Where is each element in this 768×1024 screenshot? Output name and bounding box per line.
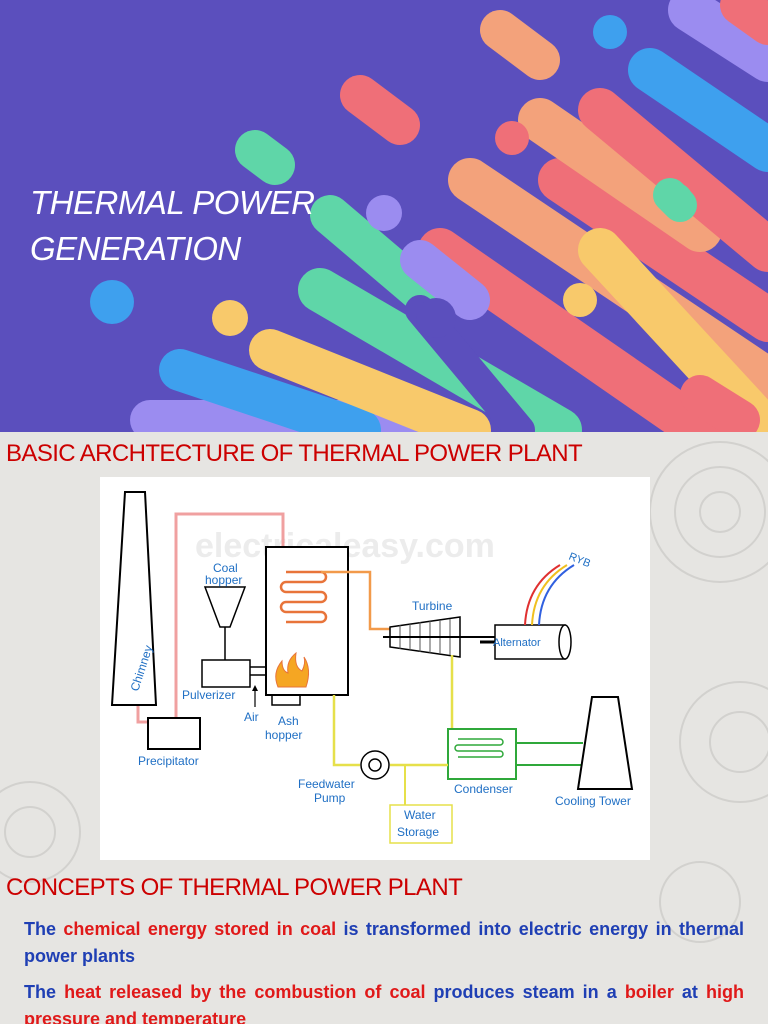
concept2-part6: high pressure and temperature — [24, 982, 744, 1024]
label-alternator: Alternator — [493, 637, 541, 649]
label-ash-hopper-2: hopper — [265, 728, 302, 742]
concept1-part1: The — [24, 919, 57, 939]
condenser-shape — [447, 728, 517, 780]
concept2-part5: at — [681, 982, 698, 1002]
label-coal-hopper-2: hopper — [205, 573, 242, 587]
slide-title: THERMAL POWER GENERATION — [30, 180, 315, 272]
thermal-plant-diagram: electricaleasy.com Chimney Precipitator … — [100, 477, 650, 860]
label-coal-hopper-1: Coal — [213, 561, 238, 575]
label-precipitator: Precipitator — [138, 754, 199, 768]
background-circle-pattern — [0, 441, 768, 943]
concept2-part4: boiler — [624, 982, 674, 1002]
chimney-shape — [110, 491, 158, 706]
decorative-pill-pattern — [90, 0, 768, 432]
slide-title-line1: THERMAL POWER — [30, 184, 315, 221]
concept-paragraph-2: The heat released by the combustion of c… — [24, 979, 744, 1024]
coal-hopper-shape — [203, 586, 247, 628]
architecture-heading: BASIC ARCHTECTURE OF THERMAL POWER PLANT — [6, 440, 583, 467]
label-feedwater-1: Feedwater — [298, 777, 355, 791]
concept2-part2: heat released by the combustion of coal — [64, 982, 426, 1002]
label-water-storage-1: Water — [404, 808, 436, 822]
label-turbine: Turbine — [412, 599, 453, 613]
label-water-storage-2: Storage — [397, 825, 439, 839]
alternator-shape — [494, 624, 566, 660]
slide-title-line2: GENERATION — [30, 230, 241, 267]
concept1-part2: chemical energy stored in coal — [63, 919, 337, 939]
water-storage-shape — [389, 804, 453, 844]
pulverizer-shape — [201, 659, 251, 688]
concept1-part3: is transformed into electric energy in t… — [24, 919, 744, 966]
label-condenser: Condenser — [454, 782, 513, 796]
precipitator-shape — [147, 717, 201, 750]
label-air: Air — [244, 710, 259, 724]
content-slide: BASIC ARCHTECTURE OF THERMAL POWER PLANT… — [0, 432, 768, 1024]
concept-paragraph-1: The chemical energy stored in coal is tr… — [24, 916, 744, 970]
label-feedwater-2: Pump — [314, 791, 346, 805]
concepts-heading: CONCEPTS OF THERMAL POWER PLANT — [6, 874, 463, 901]
concept2-part3: produces steam in a — [433, 982, 617, 1002]
label-ash-hopper-1: Ash — [278, 714, 299, 728]
concept2-part1: The — [24, 982, 57, 1002]
title-slide: THERMAL POWER GENERATION — [0, 0, 768, 432]
cooling-tower-shape — [576, 696, 634, 790]
label-pulverizer: Pulverizer — [182, 688, 235, 702]
label-cooling-tower: Cooling Tower — [555, 794, 631, 808]
